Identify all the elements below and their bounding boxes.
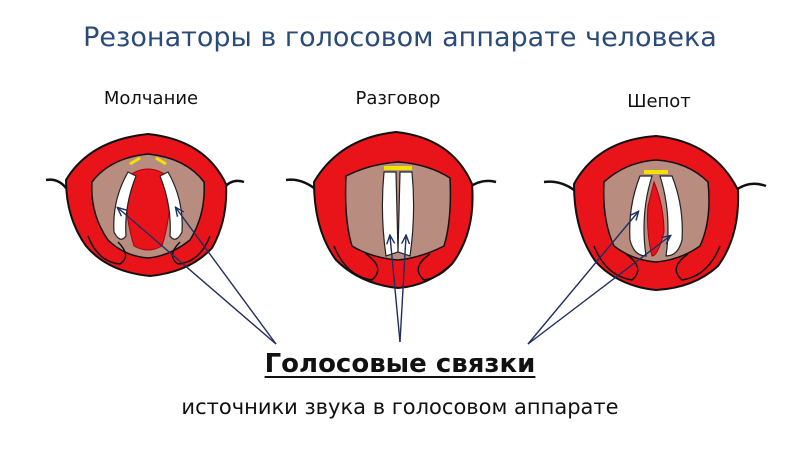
arrow-to-silence-left [118, 208, 277, 345]
larynx-silence [45, 132, 245, 278]
vocal-cords-heading: Голосовые связки [0, 349, 800, 379]
larynx-speech [285, 130, 497, 290]
larynx-whisper [543, 134, 767, 292]
pointer-arrows [118, 208, 670, 345]
vocal-cord-right-silence [159, 171, 183, 240]
arrow-to-whisper-right [527, 236, 670, 345]
vocal-cords-heading-text: Голосовые связки [264, 349, 536, 379]
arrow-to-speech-right [399, 236, 406, 343]
vocal-cord-left-whisper [629, 175, 653, 257]
vocal-cords-caption: источники звука в голосовом аппарате [181, 395, 619, 419]
vocal-cord-right-whisper [659, 175, 683, 257]
vocal-cord-left-silence [113, 171, 137, 240]
panel-label-speech: Разговор [355, 88, 441, 109]
arrow-to-silence-right [176, 208, 277, 345]
page-title: Резонаторы в голосовом аппарате человека [83, 22, 717, 53]
panel-label-whisper: Шепот [627, 91, 691, 112]
panel-label-silence: Молчание [103, 88, 199, 109]
glottis-whisper [647, 180, 665, 257]
arrow-to-whisper-left [527, 212, 638, 345]
arrow-to-speech-left [390, 236, 401, 343]
